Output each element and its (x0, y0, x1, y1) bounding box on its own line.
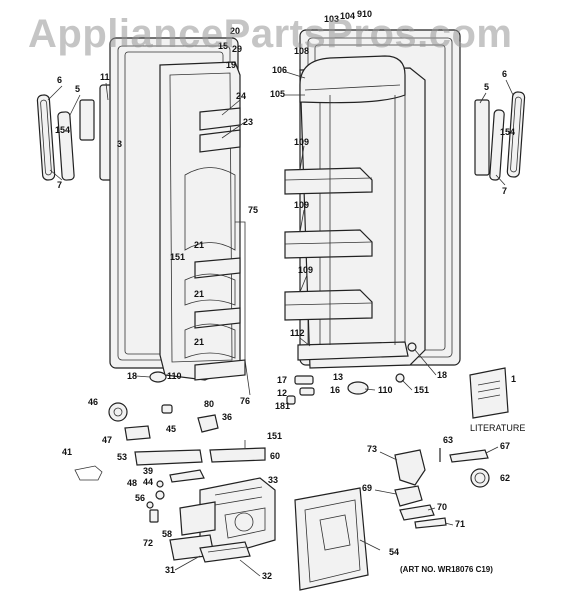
callout-13: 13 (333, 372, 343, 382)
callout-151-left: 151 (170, 252, 185, 262)
callout-109-middle: 109 (294, 200, 309, 210)
callout-154-right: 154 (500, 127, 515, 137)
callout-181: 181 (275, 401, 290, 411)
callout-112: 112 (290, 328, 305, 338)
callout-103: 103 (324, 14, 339, 24)
callout-19: 19 (226, 60, 236, 70)
callout-72: 72 (143, 538, 153, 548)
callout-21-top: 21 (194, 240, 204, 250)
callout-110-right: 110 (378, 385, 393, 395)
callout-62: 62 (500, 473, 510, 483)
callout-12: 12 (277, 388, 287, 398)
callout-labels: 20 15 29 103 104 910 108 19 6 5 11 154 3… (55, 9, 516, 581)
callout-80: 80 (204, 399, 214, 409)
callout-154-left: 154 (55, 125, 70, 135)
dispenser-cover (294, 487, 369, 591)
callout-109-bottom: 109 (298, 265, 313, 275)
callout-67: 67 (500, 441, 510, 451)
callout-110-left: 110 (167, 371, 182, 381)
callout-33: 33 (268, 475, 278, 485)
leader-lines (47, 71, 514, 577)
callout-31: 31 (165, 565, 175, 575)
callout-6-left: 6 (57, 75, 62, 85)
callout-910: 910 (357, 9, 372, 19)
callout-48: 48 (127, 478, 137, 488)
callout-1: 1 (511, 374, 516, 384)
dispenser-parts (74, 402, 276, 563)
callout-23: 23 (243, 117, 253, 127)
callout-45: 45 (166, 424, 176, 434)
hinge-small-parts (149, 342, 417, 405)
callout-7-right: 7 (502, 186, 507, 196)
callout-47: 47 (102, 435, 112, 445)
callout-20: 20 (230, 26, 240, 36)
callout-69: 69 (362, 483, 372, 493)
callout-11: 11 (100, 72, 110, 82)
literature-label: LITERATURE (470, 423, 525, 433)
callout-3: 3 (117, 139, 122, 149)
callout-53: 53 (117, 452, 127, 462)
callout-58: 58 (162, 529, 172, 539)
callout-46: 46 (88, 397, 98, 407)
callout-15: 15 (218, 41, 228, 51)
callout-36: 36 (222, 412, 232, 422)
callout-56: 56 (135, 493, 145, 503)
callout-5-left: 5 (75, 84, 80, 94)
callout-109-top: 109 (294, 137, 309, 147)
fresh-food-door (284, 29, 461, 369)
callout-63: 63 (443, 435, 453, 445)
callout-60: 60 (270, 451, 280, 461)
callout-21-middle: 21 (194, 289, 204, 299)
callout-151-lower: 151 (267, 431, 282, 441)
callout-24: 24 (236, 91, 246, 101)
callout-108: 108 (294, 46, 309, 56)
callout-71: 71 (455, 519, 465, 529)
art-number: (ART NO. WR18076 C19) (400, 565, 493, 574)
callout-5-right: 5 (484, 82, 489, 92)
callout-18-left: 18 (127, 371, 137, 381)
callout-44: 44 (143, 477, 153, 487)
callout-32: 32 (262, 571, 272, 581)
right-handle-assembly (474, 91, 526, 181)
callout-21-bottom: 21 (194, 337, 204, 347)
callout-75: 75 (248, 205, 258, 215)
right-dispenser-parts (394, 448, 490, 529)
callout-73: 73 (367, 444, 377, 454)
callout-6-right: 6 (502, 69, 507, 79)
callout-54: 54 (389, 547, 399, 557)
callout-41: 41 (62, 447, 72, 457)
callout-106: 106 (272, 65, 287, 75)
literature-booklet (469, 367, 509, 419)
callout-39: 39 (143, 466, 153, 476)
callout-7-left: 7 (57, 180, 62, 190)
freezer-door (109, 37, 251, 396)
callout-70: 70 (437, 502, 447, 512)
callout-105: 105 (270, 89, 285, 99)
callout-16: 16 (330, 385, 340, 395)
callout-18-right: 18 (437, 370, 447, 380)
callout-17: 17 (277, 375, 287, 385)
callout-29: 29 (232, 44, 242, 54)
callout-76: 76 (240, 396, 250, 406)
callout-151-right: 151 (414, 385, 429, 395)
callout-104: 104 (340, 11, 355, 21)
